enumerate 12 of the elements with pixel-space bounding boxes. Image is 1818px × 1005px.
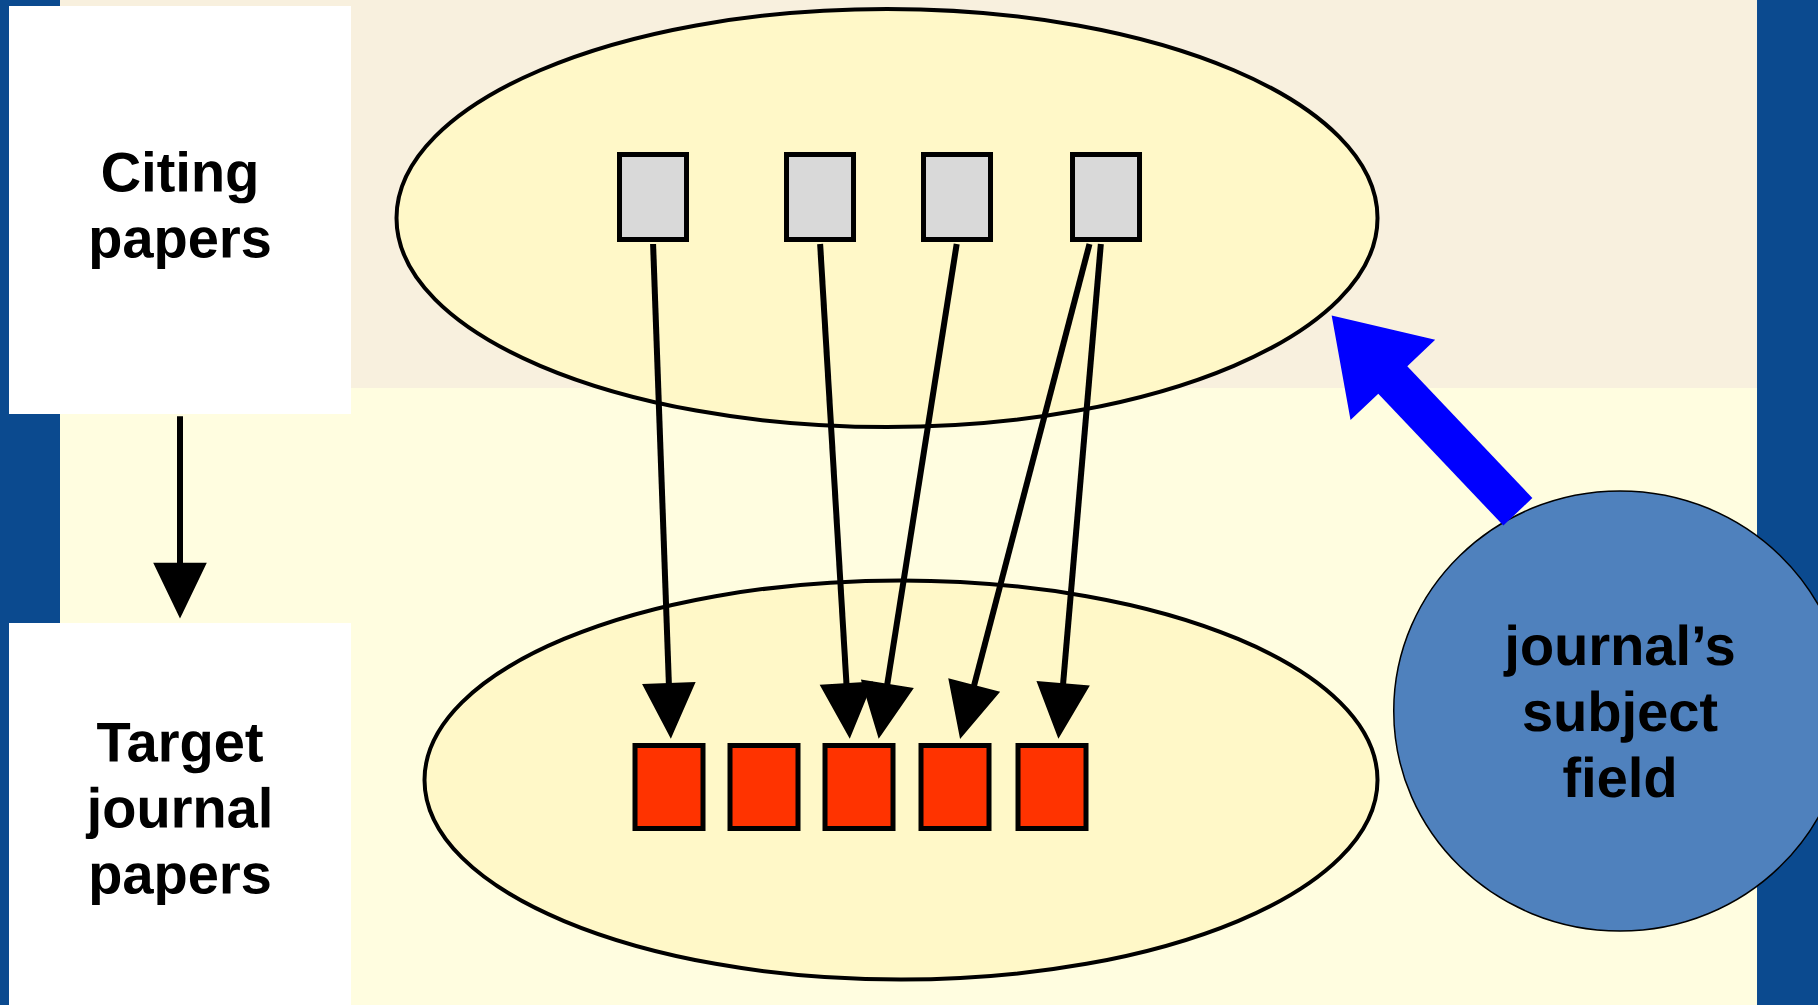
citing-paper-square: [921, 152, 993, 242]
target-paper-square: [632, 743, 706, 831]
citing-paper-square: [1070, 152, 1142, 242]
target-paper-square: [1015, 743, 1089, 831]
target-paper-square: [822, 743, 896, 831]
label-box: Target journal papers: [9, 623, 351, 1005]
target-paper-square: [918, 743, 992, 831]
label-box: Citing papers: [9, 6, 351, 414]
paper-set-ellipse: [394, 7, 1380, 429]
citing-paper-square: [617, 152, 689, 242]
citing-paper-square: [784, 152, 856, 242]
target-paper-square: [727, 743, 801, 831]
